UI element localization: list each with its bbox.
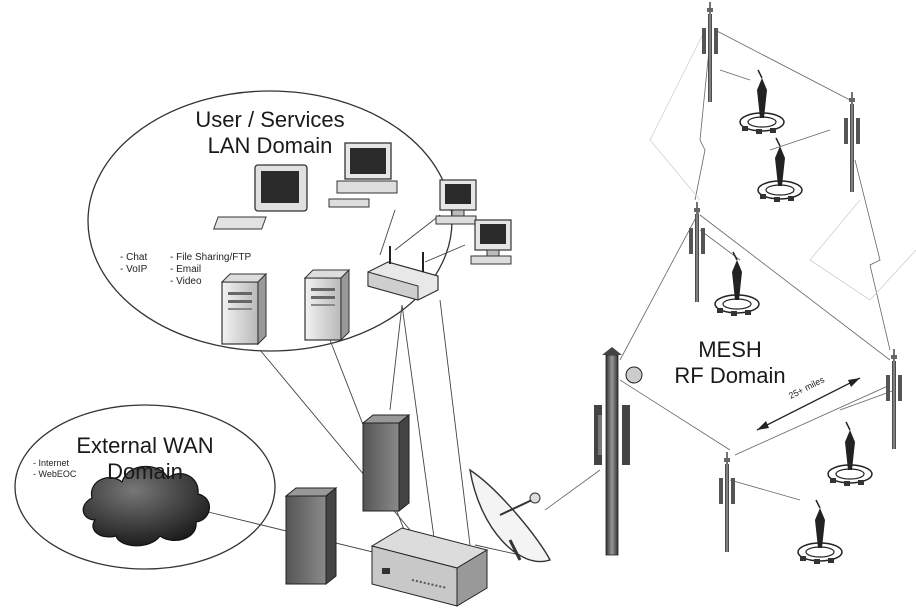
switch-icon	[361, 413, 411, 513]
distance-arrow	[756, 377, 861, 431]
radio-tower-icon	[885, 348, 903, 450]
lan-title-line2: LAN Domain	[207, 133, 333, 158]
switch-icon	[284, 486, 338, 586]
server-icon	[304, 269, 350, 341]
service-item: - Email	[170, 264, 202, 275]
switch-icon	[370, 527, 489, 607]
service-item: - File Sharing/FTP	[170, 252, 252, 263]
satellite-dish-icon	[469, 468, 551, 563]
mesh-domain-title: MESH RF Domain	[660, 337, 800, 389]
wan-domain-ellipse	[14, 404, 276, 570]
desktop-computer-icon	[328, 142, 398, 208]
wan-title-line2: Domain	[107, 459, 183, 484]
service-item: - VoIP	[120, 264, 148, 275]
desktop-computer-icon	[470, 219, 512, 265]
rf-links	[544, 29, 896, 511]
desktop-computer-icon	[435, 179, 477, 225]
wan-domain-title: External WAN Domain	[55, 433, 235, 485]
lan-domain-title: User / Services LAN Domain	[180, 107, 360, 159]
lan-title-line1: User / Services	[195, 107, 345, 132]
antenna-site-icon	[797, 499, 843, 565]
antenna-site-icon	[827, 421, 873, 487]
rf-coverage-lines	[649, 29, 916, 301]
antenna-site-icon	[714, 251, 760, 317]
cloud-icon	[82, 465, 210, 547]
service-item: - Chat	[120, 252, 148, 263]
antenna-site-icon	[757, 137, 803, 203]
lan-services-col1: - Chat - VoIP	[120, 252, 147, 276]
lan-services-col2: - File Sharing/FTP - Email - Video	[170, 252, 251, 288]
service-item: - Video	[170, 276, 202, 287]
wireless-router-icon	[367, 246, 439, 301]
wan-item: - Internet	[33, 458, 70, 468]
wan-item: - WebEOC	[33, 469, 77, 479]
wan-items: - Internet - WebEOC	[33, 458, 76, 480]
radio-tower-icon	[718, 451, 736, 553]
mesh-title-line1: MESH	[698, 337, 762, 362]
radio-tower-icon	[843, 91, 861, 193]
desktop-computer-icon	[213, 164, 308, 230]
radio-tower-icon	[594, 347, 643, 556]
mesh-title-line2: RF Domain	[674, 363, 786, 388]
wan-title-line1: External WAN	[76, 433, 214, 458]
radio-tower-icon	[701, 1, 719, 103]
antenna-site-icon	[739, 69, 785, 135]
